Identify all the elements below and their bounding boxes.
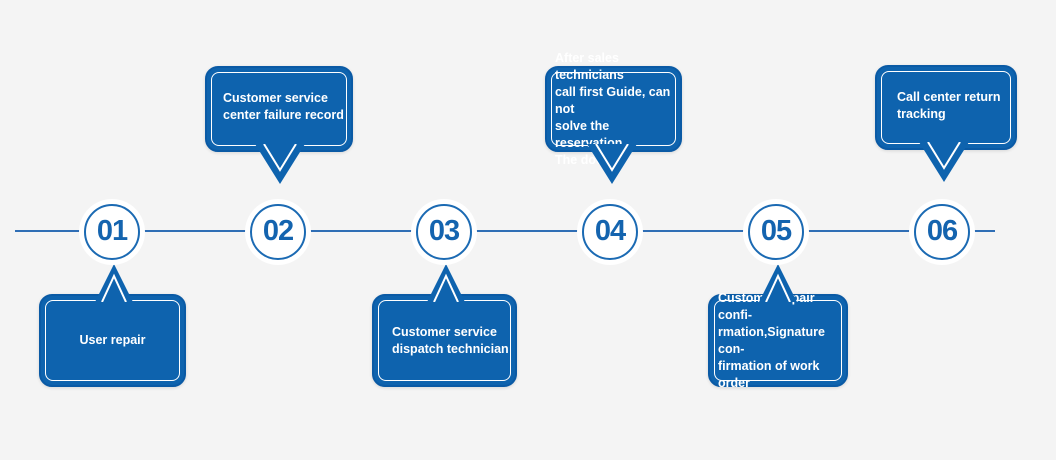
step-node-06: 06 xyxy=(909,199,975,265)
bubble-step-05: Customer repair confi- rmation,Signature… xyxy=(708,264,848,390)
bubble-step-02: Customer service center failure record xyxy=(205,66,353,184)
bubble-label-03: Customer service dispatch technician xyxy=(392,324,509,356)
step-node-02: 02 xyxy=(245,199,311,265)
bubble-label-02: Customer service center failure record xyxy=(223,91,344,122)
step-circle-01: 01 xyxy=(84,204,140,260)
bubble-label-05: Customer repair confi- rmation,Signature… xyxy=(718,290,825,390)
bubble-tail-up-icon xyxy=(759,264,797,302)
step-node-05: 05 xyxy=(743,199,809,265)
step-circle-03: 03 xyxy=(416,204,472,260)
bubble-tail-up-icon xyxy=(95,264,133,302)
step-circle-02: 02 xyxy=(250,204,306,260)
bubble-label-04: After sales technicians call first Guide… xyxy=(555,50,671,167)
step-number-01: 01 xyxy=(96,214,128,247)
bubble-tail-down-icon xyxy=(255,144,305,184)
bubble-step-01: User repair xyxy=(39,264,186,387)
timeline-line xyxy=(15,230,995,232)
step-circle-05: 05 xyxy=(748,204,804,260)
bubble-step-06: Call center return tracking xyxy=(875,65,1017,182)
bubble-label-01: User repair xyxy=(79,333,146,347)
step-number-05: 05 xyxy=(760,214,792,247)
bubble-step-04: After sales technicians call first Guide… xyxy=(545,50,682,184)
bubble-tail-down-icon xyxy=(587,144,637,184)
step-node-03: 03 xyxy=(411,199,477,265)
step-number-04: 04 xyxy=(594,214,626,247)
step-node-01: 01 xyxy=(79,199,145,265)
step-circle-04: 04 xyxy=(582,204,638,260)
step-number-02: 02 xyxy=(262,214,294,247)
step-circle-06: 06 xyxy=(914,204,970,260)
bubble-label-06: Call center return tracking xyxy=(897,89,1001,121)
bubble-step-03: Customer service dispatch technician xyxy=(372,264,517,387)
step-node-04: 04 xyxy=(577,199,643,265)
bubble-tail-up-icon xyxy=(427,264,465,302)
bubble-tail-down-icon xyxy=(919,142,969,182)
step-number-03: 03 xyxy=(428,214,460,247)
step-number-06: 06 xyxy=(926,214,958,247)
